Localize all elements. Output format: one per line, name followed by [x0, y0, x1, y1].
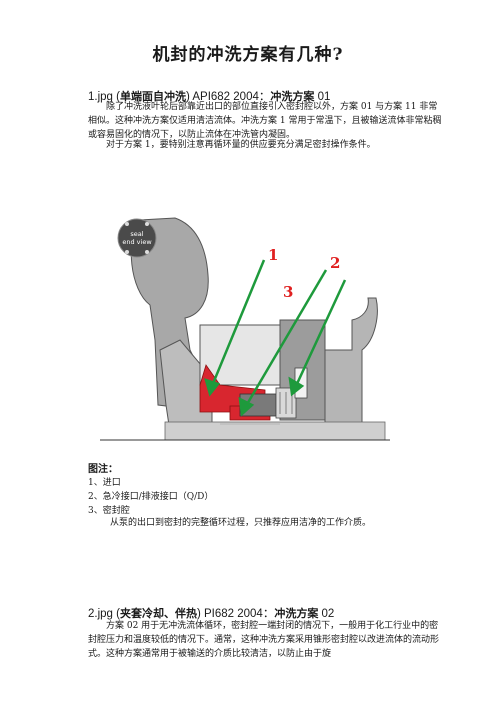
section-1-heading: 1.jpg (单端面自冲洗) API682 2004：冲洗方案 01 [88, 90, 331, 103]
diagram-label-1: 1 [268, 246, 278, 264]
bearing-bracket [324, 297, 378, 441]
legend-item-2: 2、急冷接口/排液接口（Q/D） [88, 492, 214, 502]
legend-item-3: 3、密封腔 [88, 506, 130, 516]
badge-text-2: end view [122, 238, 152, 246]
badge-text-1: seal [130, 230, 143, 238]
section-1-note: 对于方案 1，要特别注意再循环量的供应要充分满足密封操作条件。 [106, 140, 376, 150]
legend-note: 从泵的出口到密封的完整循环过程，只推荐应用洁净的工作介质。 [110, 518, 372, 528]
diagram-label-2: 2 [330, 254, 340, 272]
section-2-paragraph: 方案 02 用于无冲洗流体循环，密封腔一端封闭的情况下，一般用于化工行业中的密封… [88, 621, 440, 659]
diagram-label-3: 3 [283, 283, 293, 301]
seal-end-view-badge [117, 218, 157, 258]
legend-item-1: 1、进口 [88, 478, 121, 488]
flow-arrows [204, 259, 347, 417]
section-1-paragraph: 除了冲洗液叶轮后部靠近出口的部位直接引入密封腔以外，方案 01 与方案 11 非… [88, 102, 442, 140]
legend-title: 图注： [88, 464, 118, 475]
page-title: 机封的冲洗方案有几种? [152, 45, 344, 65]
section-2-heading: 2.jpg (夹套冷却、伴热) PI682 2004：冲洗方案 02 [88, 607, 335, 620]
shaft [164, 421, 386, 441]
flush-plan-diagram: seal end view 1 [100, 217, 390, 441]
